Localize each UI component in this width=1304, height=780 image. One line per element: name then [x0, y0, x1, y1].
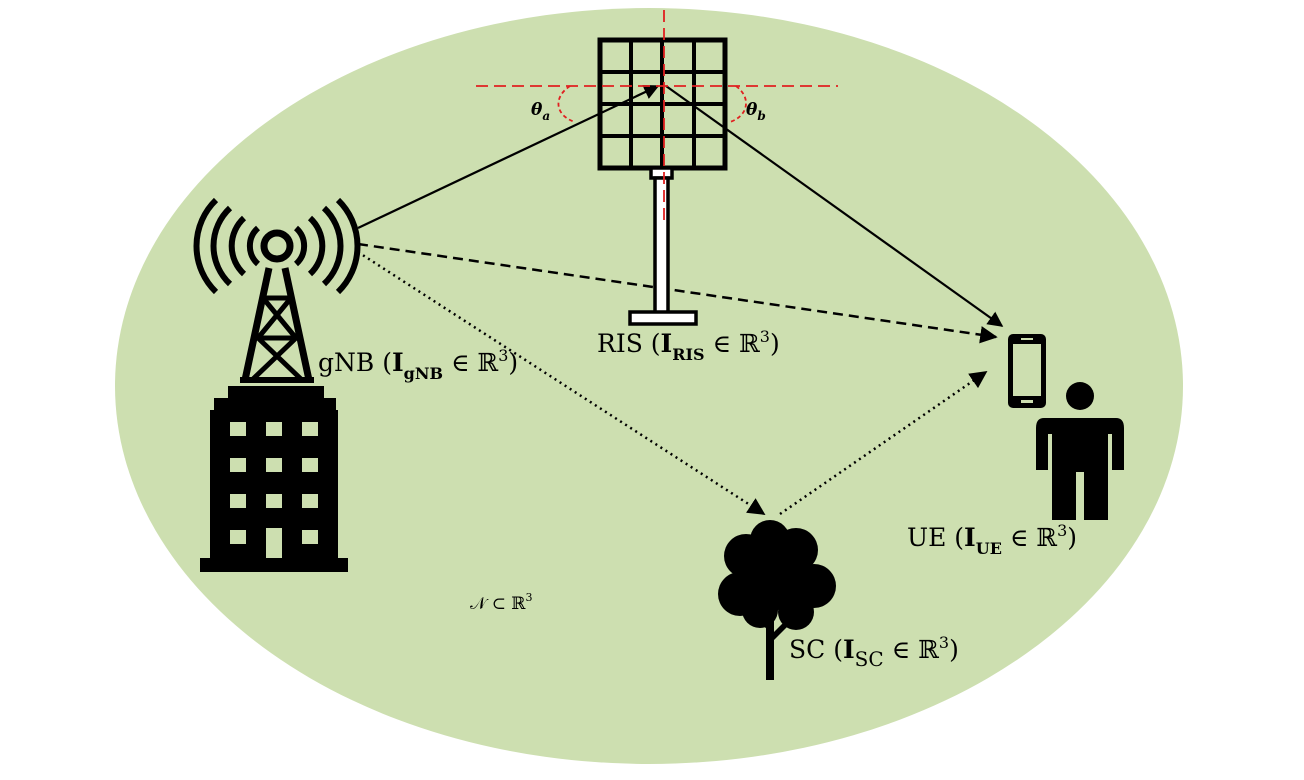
theta-b-arc — [729, 85, 747, 123]
theta-a-arc — [557, 85, 576, 123]
person-icon — [1036, 382, 1124, 520]
coverage-region — [115, 8, 1183, 764]
cell-tower-icon — [193, 197, 361, 383]
smartphone-icon — [1008, 334, 1046, 408]
ue-label: UE (IUE ∈ ℝ3) — [907, 521, 1077, 558]
sc-label: SC (ISC ∈ ℝ3) — [789, 633, 959, 671]
link-ris-to-ue — [665, 85, 1004, 327]
link-gnb-to-ris — [357, 84, 660, 229]
building-icon — [200, 386, 348, 572]
link-gnb-to-sc — [357, 250, 766, 516]
ris-label: RIS (IRIS ∈ ℝ3) — [597, 327, 780, 364]
ris-reference-axes — [476, 10, 838, 220]
theta-b-label: θb — [746, 100, 766, 123]
tree-icon — [718, 520, 836, 680]
region-label: 𝒩 ⊂ ℝ3 — [470, 591, 532, 614]
link-gnb-to-ue — [357, 242, 998, 344]
theta-a-label: θa — [531, 100, 550, 123]
gnb-label: gNB (IgNB ∈ ℝ3) — [318, 346, 518, 383]
